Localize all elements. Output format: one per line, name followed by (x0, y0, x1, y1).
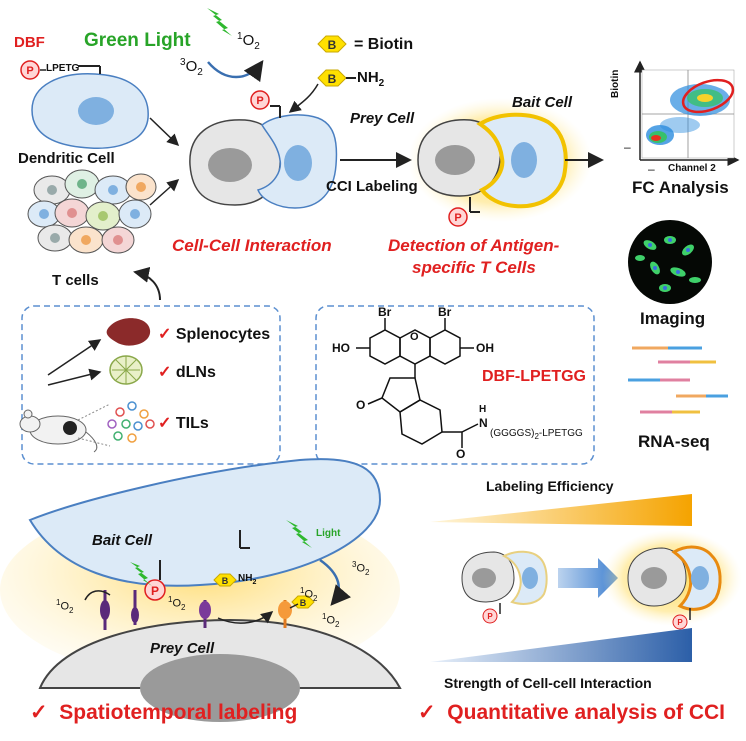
splenocytes-item: ✓ Splenocytes (158, 326, 271, 343)
weak-interaction-cells: P (461, 550, 548, 624)
nh2-label-2: NH2 (238, 573, 257, 586)
quantitative-footer: ✓ Quantitative analysis of CCI (418, 701, 726, 724)
imaging-label: Imaging (640, 309, 706, 328)
green-light-label: Green Light (84, 30, 191, 51)
singlet-oxygen-label-4: 1O2 (300, 586, 318, 603)
t-cells-label: T cells (52, 272, 99, 289)
svg-text:P: P (487, 612, 493, 621)
bottom-left-scene (0, 458, 402, 722)
detection-label-1: Detection of Antigen- (388, 236, 560, 255)
dendritic-cell-label: Dendritic Cell (18, 150, 115, 167)
rnaseq-label: RNA-seq (638, 432, 710, 451)
cell-cell-interaction-label: Cell-Cell Interaction (172, 236, 332, 255)
strength-wedge (430, 628, 692, 662)
fc-analysis-label: FC Analysis (632, 178, 729, 197)
t-cell-cluster (27, 169, 157, 254)
svg-text:P: P (26, 65, 33, 77)
light-label: Light (316, 528, 341, 539)
singlet-oxygen-label: 1O2 (237, 31, 260, 52)
prey-cell-label: Prey Cell (350, 110, 415, 127)
labeled-cells (408, 98, 592, 222)
singlet-oxygen-label-2: 1O2 (56, 598, 74, 615)
imaging-micrograph (628, 220, 712, 304)
axis-minus-label-2: – (648, 162, 655, 176)
biotin-axis-label: Biotin (610, 69, 621, 98)
dbf-label: DBF (14, 34, 45, 51)
green-lightning-icon (207, 8, 232, 36)
sources-box (21, 305, 281, 465)
photosensitizer-icon-4: P (144, 579, 166, 601)
spleen-icon (106, 318, 151, 346)
amide-o-label: O (456, 447, 466, 461)
biotin-key-label: = Biotin (354, 36, 414, 53)
carbonyl-o-label: O (356, 398, 366, 412)
svg-text:P: P (151, 584, 159, 598)
br-label-1: Br (378, 305, 392, 319)
spatiotemporal-footer: ✓ Spatiotemporal labeling (30, 701, 298, 724)
nh2-label: NH2 (357, 69, 385, 89)
br-label-2: Br (438, 305, 452, 319)
labeling-efficiency-label: Labeling Efficiency (486, 478, 614, 494)
dbf-lpetgg-label: DBF-LPETGG (482, 368, 586, 385)
svg-text:B: B (300, 598, 307, 608)
ho-label: HO (332, 341, 350, 355)
ring-o-label: O (410, 331, 419, 343)
labeling-efficiency-wedge (430, 494, 692, 526)
triplet-oxygen-label: 3O2 (180, 57, 203, 78)
svg-text:B: B (328, 38, 337, 52)
dlns-item: ✓ dLNs (158, 364, 216, 381)
lymph-node-icon (109, 355, 143, 385)
photosensitizer-icon-2: P (250, 90, 270, 110)
fc-plot (634, 60, 740, 166)
singlet-oxygen-label-3: 1O2 (168, 595, 186, 612)
channel2-axis-label: Channel 2 (668, 163, 716, 174)
photosensitizer-icon-3: P (448, 207, 468, 227)
tils-item: ✓ TILs (158, 415, 209, 432)
prey-cell-label-2: Prey Cell (150, 640, 215, 657)
chemical-structure (356, 318, 479, 448)
strong-interaction-cells: P (602, 530, 742, 630)
svg-text:B: B (328, 72, 337, 86)
linker-label: (GGGGS)2-LPETGG (490, 428, 583, 441)
svg-text:B: B (222, 576, 229, 586)
dendritic-cell (31, 65, 149, 149)
biotin-amine-icon: B (317, 69, 356, 87)
structure-box (315, 305, 595, 465)
svg-text:P: P (256, 95, 263, 107)
strength-label: Strength of Cell-cell Interaction (444, 675, 652, 691)
cci-labeling-label: CCI Labeling (326, 178, 418, 195)
detection-label-2: specific T Cells (412, 258, 536, 277)
h-label: H (479, 404, 487, 415)
mouse-icon (19, 409, 98, 453)
biotin-amine-icon-2: B (213, 573, 237, 587)
bait-cell-label-2: Bait Cell (92, 532, 153, 549)
tils-icon (107, 401, 155, 443)
triplet-oxygen-label-2: 3O2 (352, 560, 370, 577)
biotin-hexagon-icon: B (317, 35, 347, 53)
svg-text:P: P (454, 212, 461, 224)
axis-minus-label: – (624, 140, 631, 154)
singlet-oxygen-label-5: 1O2 (322, 612, 340, 629)
lpetg-label: LPETG (46, 63, 80, 74)
photosensitizer-icon: P (20, 60, 40, 80)
nh-label: N (479, 416, 488, 430)
interacting-cells (189, 105, 338, 209)
green-lightning-icon-3 (286, 520, 312, 548)
increase-arrow (558, 558, 618, 598)
rnaseq-reads (628, 346, 728, 414)
green-lightning-icon-2 (130, 562, 152, 586)
bait-cell-label: Bait Cell (512, 94, 573, 111)
oh-label: OH (476, 341, 494, 355)
svg-text:P: P (677, 618, 683, 627)
